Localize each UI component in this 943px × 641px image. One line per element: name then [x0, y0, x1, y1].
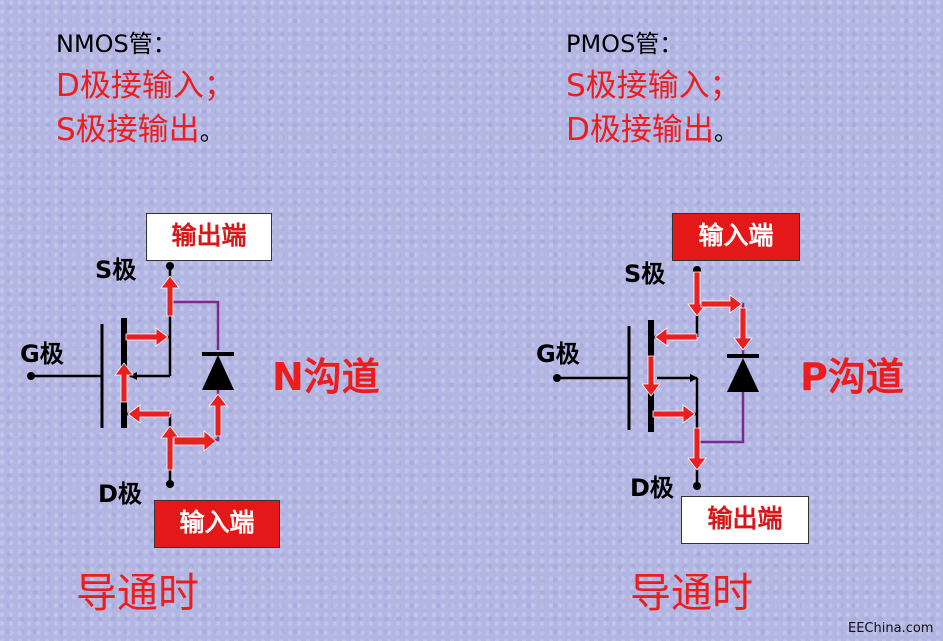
nmos-channel-label: N沟道 [272, 355, 380, 399]
pmos-source-label: S极 [624, 260, 666, 288]
pmos-circuit [553, 266, 759, 490]
pmos-rule-2-period: 。 [713, 118, 738, 146]
nmos-source-label: S极 [95, 256, 137, 284]
pmos-gate-label: G极 [536, 340, 580, 368]
nmos-heading: NMOS管： [56, 30, 177, 58]
pmos-drain-label: D极 [630, 474, 674, 502]
nmos-rule-2: S极接输出。 [56, 104, 224, 149]
pmos-rule-1: S极接输入； [566, 68, 741, 104]
nmos-circuit [27, 262, 234, 488]
nmos-rule-2-text: S极接输出 [56, 112, 200, 148]
pmos-channel-label: P沟道 [800, 355, 904, 399]
pmos-condition-label: 导通时 [630, 569, 753, 617]
nmos-input-terminal-box: 输入端 [154, 500, 280, 548]
nmos-drain-label: D极 [98, 480, 142, 508]
pmos-input-terminal-box: 输入端 [672, 213, 800, 261]
nmos-condition-label: 导通时 [76, 569, 199, 617]
nmos-output-terminal-box: 输出端 [146, 213, 272, 261]
pmos-output-terminal-box: 输出端 [681, 496, 809, 544]
pmos-heading: PMOS管： [566, 30, 684, 58]
watermark: EEChina.com [848, 621, 934, 636]
pmos-rule-2: D极接输出。 [566, 104, 738, 149]
pmos-rule-2-text: D极接输出 [566, 112, 714, 148]
nmos-rule-1: D极接输入； [56, 68, 235, 104]
nmos-gate-label: G极 [20, 340, 64, 368]
nmos-rule-2-period: 。 [199, 118, 224, 146]
